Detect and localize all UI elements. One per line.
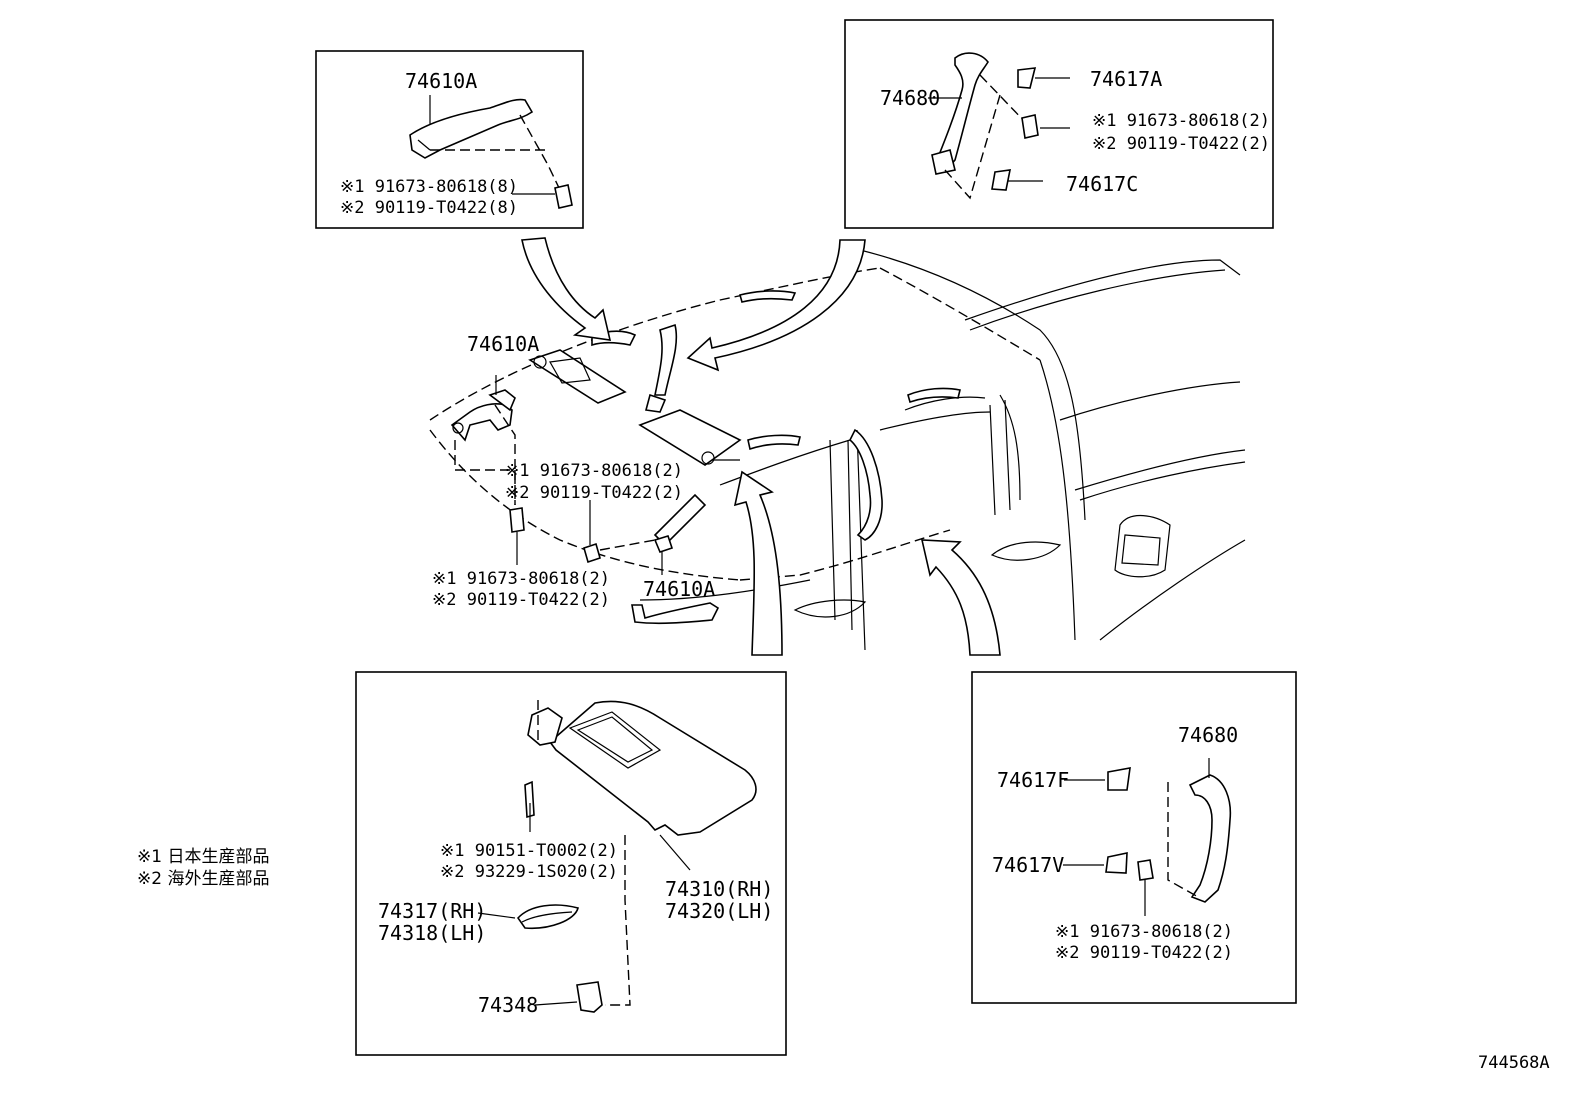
- holder-label: 74348: [478, 993, 538, 1017]
- bottom-right-fastener2-label: ※2 90119-T0422(2): [1055, 943, 1233, 963]
- top-right-fastener2-label: ※2 90119-T0422(2): [1092, 134, 1270, 154]
- diagram-id: 744568A: [1478, 1053, 1550, 1073]
- legend-note-2: ※2 海外生産部品: [137, 869, 269, 889]
- top-left-fastener1-label: ※1 91673-80618(8): [340, 177, 518, 197]
- bottom-right-handle-label: 74680: [1178, 723, 1238, 747]
- main-handle-top-label: 74610A: [467, 332, 539, 356]
- top-right-handle-label: 74680: [880, 86, 940, 110]
- main-fastener-b2-label: ※2 90119-T0422(2): [432, 590, 610, 610]
- top-left-part-label: 74610A: [405, 69, 477, 93]
- top-right-fastener1-label: ※1 91673-80618(2): [1092, 111, 1270, 131]
- callout-arrows: [521, 237, 1001, 656]
- band-lh-label: 74318(LH): [378, 921, 486, 945]
- bottom-right-cap-v-label: 74617V: [992, 853, 1064, 877]
- bottom-right-detail-box: [971, 671, 1297, 1004]
- bottom-left-detail-box: [355, 671, 787, 1056]
- visor-rh-label: 74310(RH): [665, 877, 773, 901]
- visor-screw1-label: ※1 90151-T0002(2): [440, 841, 618, 861]
- main-fastener-b1-label: ※1 91673-80618(2): [432, 569, 610, 589]
- main-view-parts: [450, 290, 961, 625]
- bottom-right-fastener1-label: ※1 91673-80618(2): [1055, 922, 1233, 942]
- top-left-fastener2-label: ※2 90119-T0422(8): [340, 198, 518, 218]
- visor-lh-label: 74320(LH): [665, 899, 773, 923]
- band-rh-label: 74317(RH): [378, 899, 486, 923]
- visor-screw2-label: ※2 93229-1S020(2): [440, 862, 618, 882]
- legend-note-1: ※1 日本生産部品: [137, 847, 269, 867]
- main-fastener-a2-label: ※2 90119-T0422(2): [505, 483, 683, 503]
- roof-headliner-outline: [429, 249, 1246, 651]
- main-handle-bottom-label: 74610A: [643, 577, 715, 601]
- main-fastener-a1-label: ※1 91673-80618(2): [505, 461, 683, 481]
- top-right-cap-a-label: 74617A: [1090, 67, 1162, 91]
- main-view-fasteners: [454, 375, 663, 575]
- bottom-right-cap-f-label: 74617F: [997, 768, 1069, 792]
- top-right-cap-c-label: 74617C: [1066, 172, 1138, 196]
- top-left-detail-box: [315, 50, 584, 229]
- top-right-detail-box: [844, 19, 1274, 229]
